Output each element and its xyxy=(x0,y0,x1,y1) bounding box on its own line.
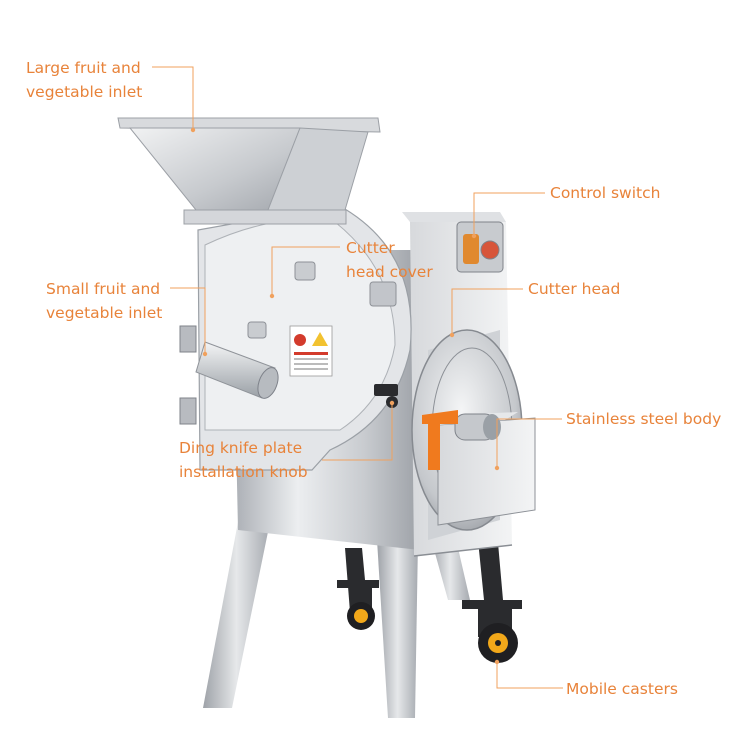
label-cutter-head-text: Cutter head xyxy=(528,280,621,298)
label-large-inlet-line2: vegetable inlet xyxy=(26,83,143,101)
large-hopper xyxy=(117,117,381,225)
label-large-inlet: Large fruit and vegetable inlet xyxy=(26,56,142,104)
label-knife-plate-knob: Ding knife plate installation knob xyxy=(179,436,308,484)
leader-endpoints xyxy=(190,127,500,665)
label-stainless-body-text: Stainless steel body xyxy=(566,410,722,428)
label-mobile-casters: Mobile casters xyxy=(566,677,678,701)
casters xyxy=(337,580,522,663)
leader-control-switch xyxy=(473,192,545,236)
label-control-switch: Control switch xyxy=(550,181,660,205)
label-cutter-head-cover-line1: Cutter xyxy=(346,239,395,257)
label-stainless-body: Stainless steel body xyxy=(566,407,721,431)
label-control-switch-text: Control switch xyxy=(550,184,661,202)
label-cutter-head: Cutter head xyxy=(528,277,620,301)
small-inlet-tube xyxy=(195,341,279,399)
label-small-inlet: Small fruit and vegetable inlet xyxy=(46,277,162,325)
label-large-inlet-line1: Large fruit and xyxy=(26,59,141,77)
warning-sticker xyxy=(289,325,333,377)
label-cutter-head-cover-line2: head cover xyxy=(346,263,433,281)
front-legs xyxy=(203,522,470,718)
leader-small-inlet xyxy=(170,287,206,354)
leader-lines xyxy=(152,66,563,689)
leader-mobile-casters xyxy=(496,662,563,689)
label-mobile-casters-text: Mobile casters xyxy=(566,680,678,698)
label-knife-plate-knob-line1: Ding knife plate xyxy=(179,439,303,457)
label-small-inlet-line1: Small fruit and xyxy=(46,280,161,298)
label-knife-plate-knob-line2: installation knob xyxy=(179,463,308,481)
control-switch-box xyxy=(456,221,504,273)
leader-stainless-body xyxy=(496,418,562,468)
label-cutter-head-cover: Cutter head cover xyxy=(346,236,433,284)
label-small-inlet-line2: vegetable inlet xyxy=(46,304,163,322)
leader-cutter-head xyxy=(451,288,523,335)
leader-knife-plate-knob xyxy=(322,403,393,461)
leader-large-inlet xyxy=(152,66,194,130)
leader-cutter-head-cover xyxy=(271,246,340,296)
